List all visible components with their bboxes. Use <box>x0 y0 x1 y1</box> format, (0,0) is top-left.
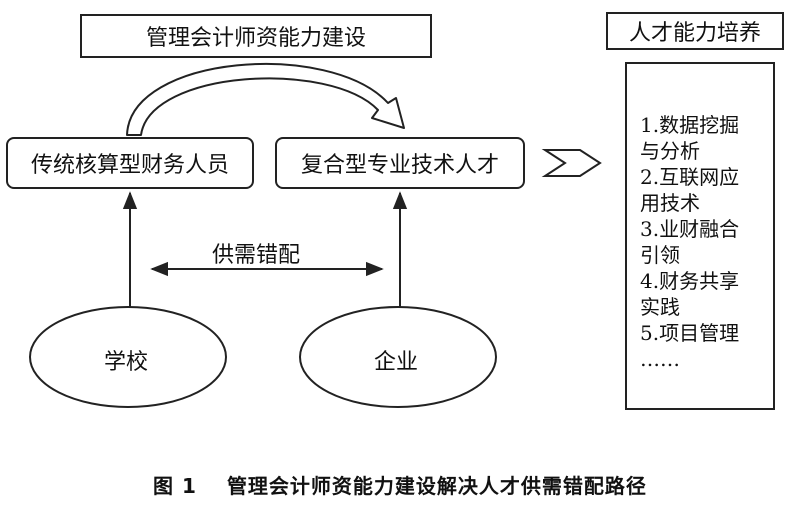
right-title-text: 人才能力培养 <box>628 21 761 46</box>
ability-line: 1.数据挖掘 <box>640 113 740 137</box>
ability-line: 5.项目管理 <box>640 321 740 345</box>
ability-line: 用技术 <box>640 191 700 215</box>
curved-transition-arrow <box>126 63 405 136</box>
compound-talent-box: 复合型专业技术人才 <box>275 137 525 189</box>
school-ellipse <box>29 306 227 408</box>
ability-line: …… <box>640 347 680 371</box>
right-title-box: 人才能力培养 <box>606 12 784 50</box>
chevron-right-icon <box>541 149 602 177</box>
ability-box <box>625 62 775 410</box>
ability-line: 2.互联网应 <box>640 165 740 189</box>
mismatch-label: 供需错配 <box>212 243 301 268</box>
ability-line: 与分析 <box>640 139 700 163</box>
ability-line: 实践 <box>640 295 680 319</box>
enterprise-ellipse <box>299 306 497 408</box>
ability-line: 引领 <box>640 243 680 267</box>
school-label: 学校 <box>104 350 149 375</box>
traditional-accountant-box: 传统核算型财务人员 <box>6 137 254 189</box>
enterprise-label: 企业 <box>374 350 419 375</box>
ability-line: 4.财务共享 <box>640 269 740 293</box>
ability-list: 1.数据挖掘 与分析 2.互联网应 用技术 3.业财融合 引领 4.财务共享 实… <box>640 112 770 372</box>
top-title-text: 管理会计师资能力建设 <box>145 26 366 51</box>
compound-talent-text: 复合型专业技术人才 <box>300 153 499 178</box>
figure-caption-text: 管理会计师资能力建设解决人才供需错配路径 <box>226 474 647 498</box>
figure-number: 图 1 <box>153 474 197 498</box>
ability-line: 3.业财融合 <box>640 217 740 241</box>
traditional-accountant-text: 传统核算型财务人员 <box>30 153 229 178</box>
top-title-box: 管理会计师资能力建设 <box>80 14 432 58</box>
figure-caption: 图 1 管理会计师资能力建设解决人才供需错配路径 <box>0 470 800 499</box>
